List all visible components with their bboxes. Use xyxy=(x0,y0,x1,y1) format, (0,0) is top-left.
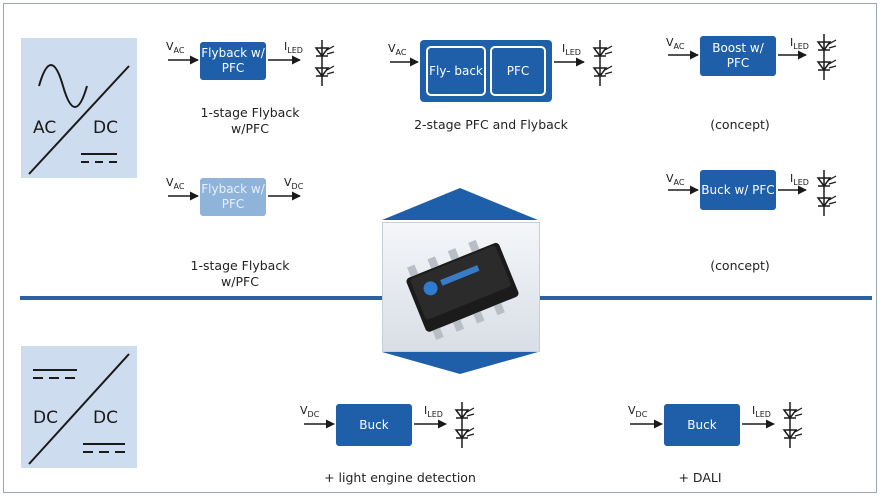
output-label: ILED xyxy=(752,404,771,420)
led-string-icon xyxy=(817,169,837,217)
dali-caption: + DALI xyxy=(678,470,722,485)
flyback-dc-block: Flyback w/ PFC xyxy=(200,178,266,216)
led-string-icon xyxy=(455,401,475,449)
input-label: VAC xyxy=(388,42,407,58)
ac-dc-converter-icon: AC DC xyxy=(21,38,137,178)
two-stage-caption: 2-stage PFC and Flyback xyxy=(414,117,568,132)
input-label: VAC xyxy=(166,176,185,192)
input-label: VDC xyxy=(300,404,320,420)
boost-caption: (concept) xyxy=(710,117,770,132)
led-string-icon xyxy=(783,401,803,449)
input-label: VAC xyxy=(166,40,185,56)
led-string-icon xyxy=(817,33,837,81)
output-label: VDC xyxy=(284,176,304,192)
buck-pfc-block: Buck w/ PFC xyxy=(700,170,776,210)
buck-light-engine-block: Buck xyxy=(336,404,412,446)
ic-chip-icon xyxy=(406,239,519,340)
light-engine-caption: + light engine detection xyxy=(324,470,476,485)
buck-pfc-caption: (concept) xyxy=(710,258,770,273)
diagram-frame xyxy=(3,3,877,493)
pfc-stage-block: PFC xyxy=(490,46,546,96)
led-string-icon xyxy=(315,39,335,87)
input-label: VAC xyxy=(666,172,685,188)
output-label: ILED xyxy=(284,40,303,56)
dc-right-label: DC xyxy=(93,408,118,428)
boost-pfc-block: Boost w/ PFC xyxy=(700,36,776,76)
dc-label: DC xyxy=(93,118,118,138)
dc-left-label: DC xyxy=(33,408,58,428)
down-triangle-icon xyxy=(382,352,538,374)
output-label: ILED xyxy=(790,172,809,188)
chip-image-panel xyxy=(382,222,540,352)
ac-dc-symbol-icon xyxy=(28,64,130,175)
output-label: ILED xyxy=(424,404,443,420)
output-label: ILED xyxy=(562,42,581,58)
flyback-stage-block: Fly- back xyxy=(426,46,486,96)
led-string-icon xyxy=(593,39,613,87)
dc-dc-symbol-icon xyxy=(28,353,130,465)
input-label: VAC xyxy=(666,36,685,52)
ac-label: AC xyxy=(33,118,57,138)
flyback-pfc-block: Flyback w/ PFC xyxy=(200,42,266,80)
output-label: ILED xyxy=(790,36,809,52)
dc-dc-converter-icon: DC DC xyxy=(21,346,137,468)
buck-dali-block: Buck xyxy=(664,404,740,446)
up-triangle-icon xyxy=(382,188,538,220)
input-label: VDC xyxy=(628,404,648,420)
